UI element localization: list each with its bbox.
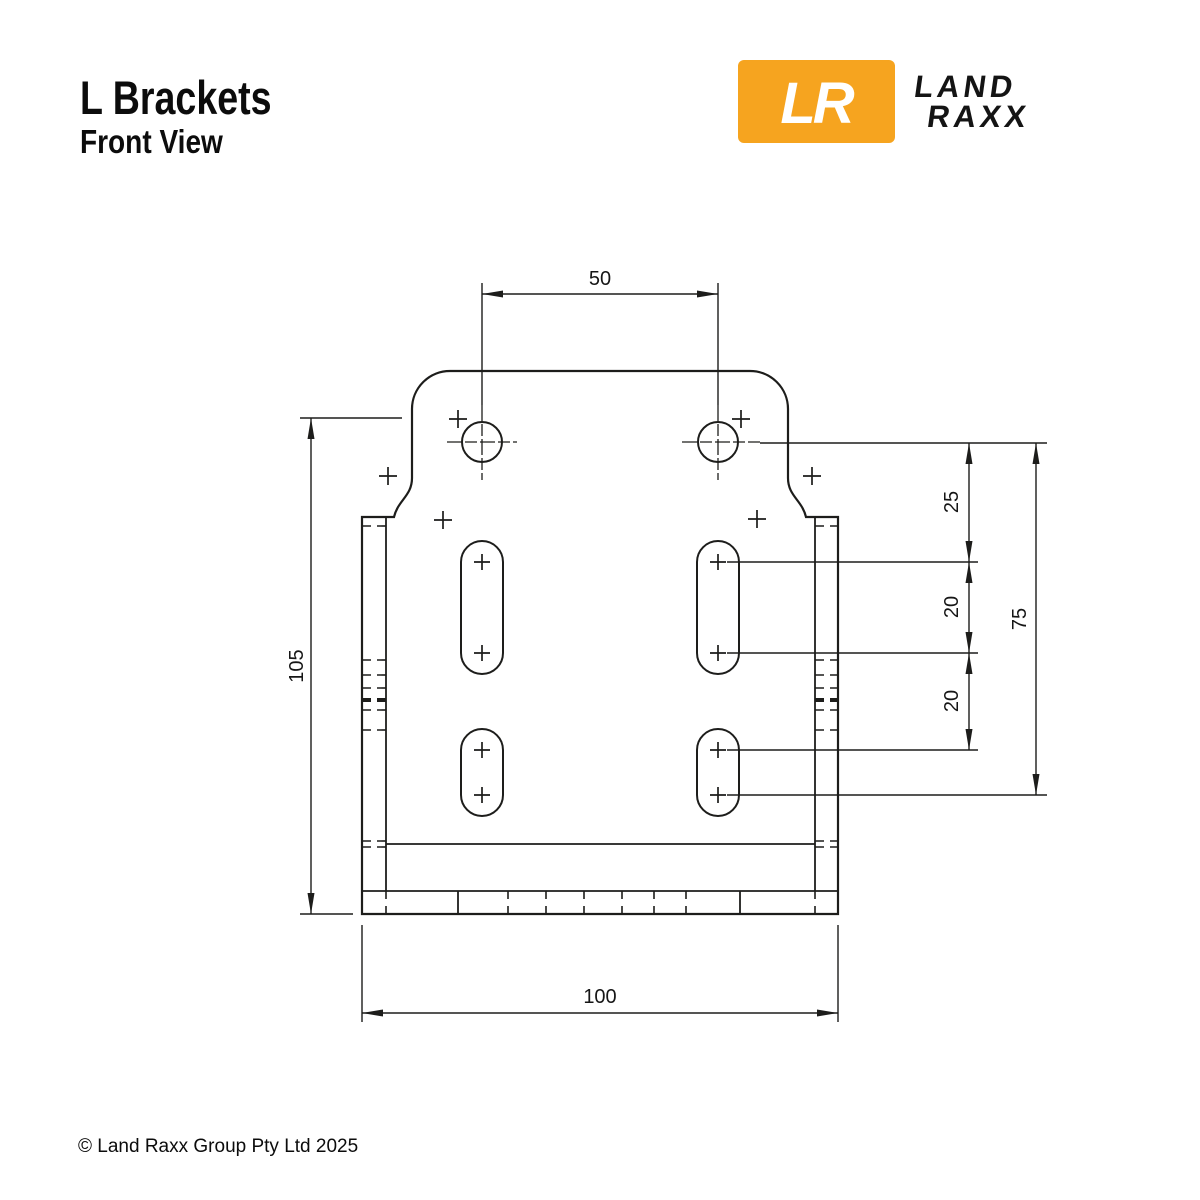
flange-serrations <box>385 891 816 914</box>
dim-label-top-width: 50 <box>589 268 611 290</box>
brand-logo: LR LAND RAXX <box>738 60 1032 143</box>
dim-label-right-seg1: 25 <box>941 491 963 513</box>
arrowhead <box>965 632 973 653</box>
page-title: L Brackets <box>80 71 272 124</box>
arrowhead <box>965 653 973 674</box>
dim-right-chain <box>727 442 1047 796</box>
slot-center-marks <box>474 554 726 803</box>
dim-label-left-height: 105 <box>286 649 308 682</box>
dim-label-right-seg3: 20 <box>941 690 963 712</box>
bracket-outer-profile <box>360 369 840 916</box>
arrowhead <box>307 893 315 914</box>
arrowhead <box>697 290 718 298</box>
bracket-outline <box>360 369 840 916</box>
slot-upper-left <box>460 540 504 675</box>
dim-left-height <box>300 417 402 915</box>
slot-lower-left <box>460 728 504 817</box>
arrowhead <box>965 562 973 583</box>
logo-badge <box>738 60 895 143</box>
page-subtitle: Front View <box>80 123 223 160</box>
arrowhead <box>1032 443 1040 464</box>
strip-ticks <box>362 525 838 848</box>
arrowhead <box>817 1009 838 1017</box>
logo-word-land: LAND <box>912 69 1019 104</box>
slots <box>460 540 740 817</box>
dim-label-bottom-width: 100 <box>583 986 616 1008</box>
copyright-text: © Land Raxx Group Pty Ltd 2025 <box>78 1136 359 1157</box>
arrowhead <box>307 418 315 439</box>
hole-centerlines <box>447 405 760 480</box>
arrowhead <box>1032 774 1040 795</box>
logo-monogram-icon: LR <box>780 71 854 136</box>
logo-word-raxx: RAXX <box>925 99 1032 134</box>
arrowhead <box>362 1009 383 1017</box>
dim-label-right-total: 75 <box>1009 608 1031 630</box>
bend-lines <box>362 517 838 892</box>
arrowhead <box>965 729 973 750</box>
etch-marks <box>379 410 821 529</box>
arrowhead <box>965 541 973 562</box>
dim-bottom-width <box>361 925 839 1022</box>
title-block: L Brackets Front View <box>80 74 320 158</box>
dim-label-right-seg2: 20 <box>941 596 963 618</box>
arrowhead <box>482 290 503 298</box>
dim-top-width <box>481 283 719 405</box>
arrowhead <box>965 443 973 464</box>
